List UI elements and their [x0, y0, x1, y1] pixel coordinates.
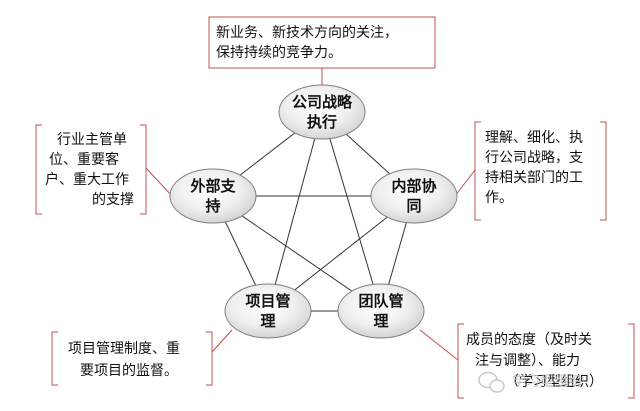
node-project-label-line1: 项目管 [245, 292, 290, 310]
node-strategy: 公司战略 执行 [278, 84, 366, 140]
annotation-bottom-right: 成员的态度（及时关 注与调整）、能力 （学习型组织） [457, 323, 635, 399]
annotation-left-line4: 的支撑 [92, 192, 134, 208]
watermark: 学习型组织 [478, 371, 582, 393]
annotation-top-line1: 新业务、新技术方向的关注， [216, 25, 398, 41]
node-internal-label-line2: 同 [406, 197, 421, 215]
node-external-label-line1: 外部支 [189, 177, 236, 195]
edge-strategy-project [267, 111, 323, 312]
node-project: 项目管 理 [224, 283, 312, 339]
annotation-left-line1: 行业主管单 [57, 132, 127, 148]
annotation-bottom-right-line1: 成员的态度（及时关 [466, 332, 592, 348]
node-team-label-line1: 团队管 [358, 292, 403, 310]
annotation-bottom-left-bracket-close [206, 331, 213, 386]
node-project-ellipse [224, 283, 312, 339]
node-internal: 内部协 同 [370, 168, 458, 224]
connector-right [454, 169, 476, 197]
annotation-bottom-left-bracket-open [51, 331, 58, 386]
node-strategy-label-line2: 执行 [307, 113, 337, 131]
node-internal-ellipse [370, 168, 458, 224]
annotation-bottom-right-bracket-open [457, 323, 464, 399]
annotation-left-line3: 户、重大工作 [45, 171, 129, 188]
node-internal-label-line1: 内部协 [391, 177, 436, 195]
node-strategy-label-line1: 公司战略 [292, 93, 353, 111]
annotation-right-bracket-close [600, 121, 607, 221]
annotation-right-line4: 作。 [485, 190, 513, 206]
annotation-top: 新业务、新技术方向的关注， 保持持续的竞争力。 [208, 16, 436, 69]
watermark-text: 学习型组织 [512, 374, 582, 390]
annotation-bottom-left-line2: 要项目的监督。 [80, 363, 178, 379]
node-strategy-ellipse [278, 84, 366, 140]
edge-strategy-team [321, 111, 382, 312]
annotation-bottom-right-line2: 注与调整）、能力 [475, 353, 580, 369]
annotation-left: 行业主管单 位、重要客 户、重大工作 的支撑 [35, 124, 147, 215]
annotation-bottom-right-line3: （学习型组织） [505, 374, 603, 390]
node-team-ellipse [337, 283, 425, 339]
node-external: 外部支 持 [169, 168, 257, 224]
annotation-right-line3: 持相关部门的工 [485, 170, 583, 186]
connector-bottom-right [419, 329, 459, 361]
connector-left [145, 167, 173, 197]
annotation-left-bracket-open [35, 124, 42, 215]
connector-bottom-left [211, 329, 233, 353]
node-project-label-line2: 理 [260, 312, 275, 330]
wechat-icon [478, 371, 505, 393]
annotation-connectors [145, 68, 476, 361]
node-team: 团队管 理 [337, 283, 425, 339]
annotation-right-line2: 行公司战略，支 [485, 150, 583, 166]
node-team-label-line2: 理 [373, 312, 388, 330]
node-external-label-line2: 持 [205, 197, 220, 215]
annotation-right-bracket-open [474, 121, 481, 221]
annotation-bottom-left: 项目管理制度、重 要项目的监督。 [51, 331, 213, 386]
annotation-top-line2: 保持持续的竞争力。 [216, 44, 342, 61]
annotation-right: 理解、细化、执 行公司战略，支 持相关部门的工 作。 [474, 121, 607, 221]
annotation-bottom-left-line1: 项目管理制度、重 [68, 341, 180, 357]
annotation-right-line1: 理解、细化、执 [485, 130, 583, 146]
annotation-bottom-right-bracket-close [628, 323, 635, 399]
node-external-ellipse [169, 168, 257, 224]
annotation-left-bracket-close [140, 124, 147, 215]
annotation-left-line2: 位、重要客 [49, 151, 119, 168]
annotation-top-box [208, 16, 436, 69]
